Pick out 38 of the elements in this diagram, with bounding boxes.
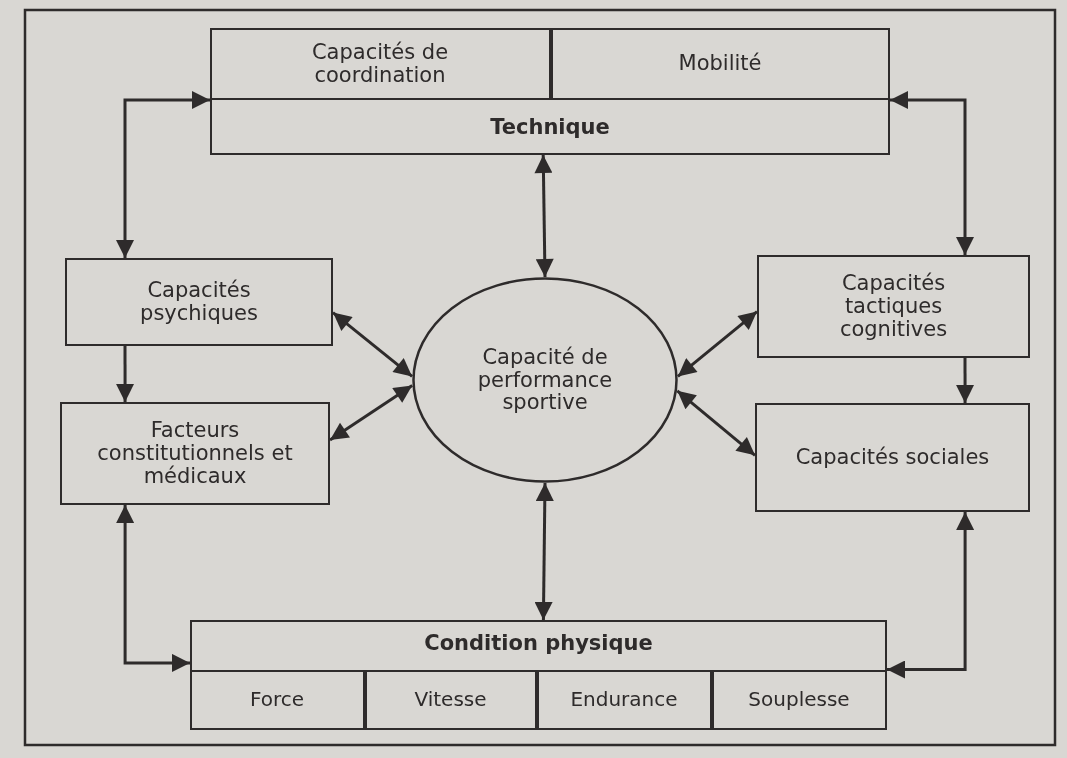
process-box bbox=[711, 669, 887, 730]
arrow bbox=[676, 389, 756, 457]
process-box bbox=[536, 669, 712, 730]
process-box bbox=[189, 669, 365, 730]
arrow bbox=[887, 512, 975, 679]
arrow bbox=[534, 483, 554, 620]
process-box bbox=[550, 27, 890, 100]
arrow bbox=[676, 310, 758, 378]
group-heading: Technique bbox=[490, 116, 610, 139]
node-label: Capacité de performance sportive bbox=[476, 346, 614, 414]
group-heading: Condition physique bbox=[424, 632, 653, 655]
arrow bbox=[534, 154, 554, 278]
arrow bbox=[329, 384, 414, 442]
process-box bbox=[364, 669, 537, 730]
node-label: Capacités de coordination bbox=[310, 40, 450, 87]
node-label: Souplesse bbox=[748, 688, 850, 711]
node-label: Endurance bbox=[570, 688, 678, 711]
process-box bbox=[209, 27, 551, 100]
group-box bbox=[210, 28, 890, 155]
process-box bbox=[60, 402, 330, 505]
node-label: Capacités sociales bbox=[795, 446, 990, 469]
node-label: Mobilité bbox=[678, 52, 762, 75]
node-label: Force bbox=[249, 688, 305, 711]
arrow bbox=[956, 358, 975, 403]
group-box bbox=[190, 620, 887, 730]
process-box bbox=[755, 403, 1030, 512]
arrow bbox=[890, 91, 974, 255]
arrow bbox=[116, 346, 135, 402]
node-label: Capacités psychiques bbox=[139, 279, 259, 325]
central-ellipse bbox=[412, 277, 678, 483]
node-label: Capacités tactiques cognitives bbox=[838, 272, 949, 341]
node-label: Facteurs constitutionnels et médicaux bbox=[96, 419, 294, 488]
process-box bbox=[65, 258, 333, 346]
arrow bbox=[116, 91, 210, 258]
arrow bbox=[116, 505, 190, 672]
process-box bbox=[757, 255, 1030, 358]
node-label: Vitesse bbox=[414, 688, 487, 711]
arrow bbox=[332, 311, 414, 378]
